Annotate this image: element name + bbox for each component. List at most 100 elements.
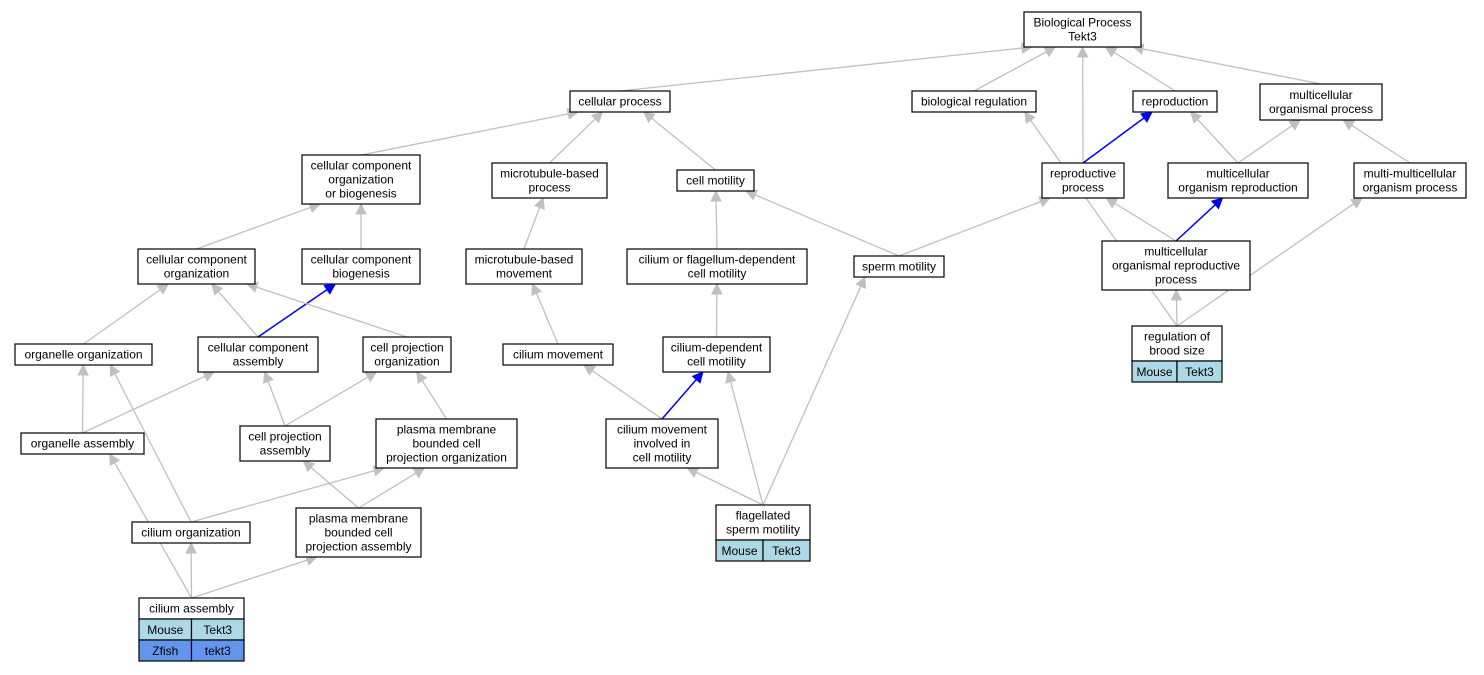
edge-line xyxy=(523,207,541,250)
node-box xyxy=(569,90,671,113)
node-reproduction[interactable]: reproduction xyxy=(1132,90,1218,113)
edge-cellular-process-to-bp-root xyxy=(619,42,1034,92)
gene-cell-tekt3[interactable] xyxy=(762,539,811,562)
edge-multi-multicellular-organism-process-to-multicellular-organismal-process xyxy=(1342,119,1411,164)
arrowhead-icon xyxy=(185,541,198,554)
node-label: biological regulation xyxy=(921,95,1027,109)
node-label: reproduction xyxy=(1142,95,1209,109)
arrowhead-icon xyxy=(412,467,426,479)
node-organelle-assembly[interactable]: organelle assembly xyxy=(20,432,145,455)
node-label: cell projection xyxy=(370,341,443,355)
arrowhead-icon xyxy=(710,282,723,295)
species-label: Mouse xyxy=(1136,365,1172,379)
edge-organelle-organization-to-cc-organization xyxy=(83,283,170,345)
edge-line xyxy=(619,47,1023,92)
node-box xyxy=(131,521,251,544)
edge-regulation-brood-size-to-biological-regulation xyxy=(1024,111,1178,327)
node-label: organization xyxy=(164,267,229,281)
node-label: brood size xyxy=(1149,344,1205,358)
edge-cc-organization-to-cc-org-biogenesis xyxy=(196,202,321,250)
edge-cc-org-biogenesis-to-cellular-process xyxy=(360,108,580,156)
node-label: assembly xyxy=(260,444,311,458)
arrowhead-icon xyxy=(725,370,737,384)
node-cell-motility[interactable]: cell motility xyxy=(676,169,755,192)
node-label: process xyxy=(528,181,570,195)
edge-sperm-motility-to-cell-motility xyxy=(744,189,900,257)
node-cilium-organization[interactable]: cilium organization xyxy=(131,521,251,544)
node-box xyxy=(295,507,422,558)
node-label: microtubule-based xyxy=(475,253,574,267)
arrowhead-icon xyxy=(1189,111,1203,124)
edge-reproductive-process-to-bp-root xyxy=(1076,45,1089,164)
node-box xyxy=(375,418,518,469)
edge-line xyxy=(1113,51,1176,92)
node-label: multi-multicellular xyxy=(1364,167,1457,181)
arrowhead-icon xyxy=(1105,197,1119,209)
edge-line xyxy=(1237,125,1293,164)
edge-biological-regulation-to-bp-root xyxy=(973,46,1057,92)
node-label: organization xyxy=(328,173,393,187)
arrowhead-icon xyxy=(416,371,428,384)
node-label: projection organization xyxy=(386,451,507,465)
node-box xyxy=(626,248,808,285)
node-biological-regulation[interactable]: biological regulation xyxy=(911,90,1037,113)
node-label: organismal process xyxy=(1269,102,1373,116)
gene-cell-tekt3[interactable] xyxy=(1176,360,1223,383)
arrowhead-icon xyxy=(1288,119,1302,131)
edge-line xyxy=(421,380,448,420)
edge-line xyxy=(190,470,375,523)
arrowhead-icon xyxy=(1210,197,1224,210)
edge-microtubule-based-process-to-cellular-process xyxy=(549,111,604,164)
node-box xyxy=(465,248,583,285)
node-organelle-organization[interactable]: organelle organization xyxy=(14,343,153,366)
edge-line xyxy=(196,206,311,250)
edge-regulation-brood-size-to-multi-multicellular-organism-process xyxy=(1176,197,1363,327)
arrowhead-icon xyxy=(1024,111,1036,124)
node-sperm-motility[interactable]: sperm motility xyxy=(853,255,945,278)
node-label: organismal reproductive xyxy=(1112,259,1240,273)
node-cilium-movement[interactable]: cilium movement xyxy=(502,343,614,366)
arrowhead-icon xyxy=(710,189,722,202)
edge-line xyxy=(217,291,259,338)
edge-line xyxy=(898,200,1041,257)
arrowhead-icon xyxy=(202,371,216,382)
gene-cell-tekt3[interactable] xyxy=(190,639,245,662)
node-label: organelle organization xyxy=(24,348,142,362)
node-cellular-process[interactable]: cellular process xyxy=(569,90,671,113)
node-box xyxy=(1259,83,1383,121)
node-box xyxy=(853,255,945,278)
arrowhead-icon xyxy=(364,371,378,383)
edge-microtubule-based-movement-to-microtubule-based-process xyxy=(523,196,545,250)
edge-line xyxy=(83,289,161,345)
node-box xyxy=(14,343,153,366)
node-label: cellular component xyxy=(311,253,412,267)
edge-line xyxy=(762,285,862,506)
edge-cc-biogenesis-to-cc-org-biogenesis xyxy=(355,202,367,249)
arrowhead-icon xyxy=(583,364,596,376)
edge-cilium-assembly-to-pm-bounded-projection-assembly xyxy=(191,554,318,599)
node-label: cell motility xyxy=(687,355,746,369)
